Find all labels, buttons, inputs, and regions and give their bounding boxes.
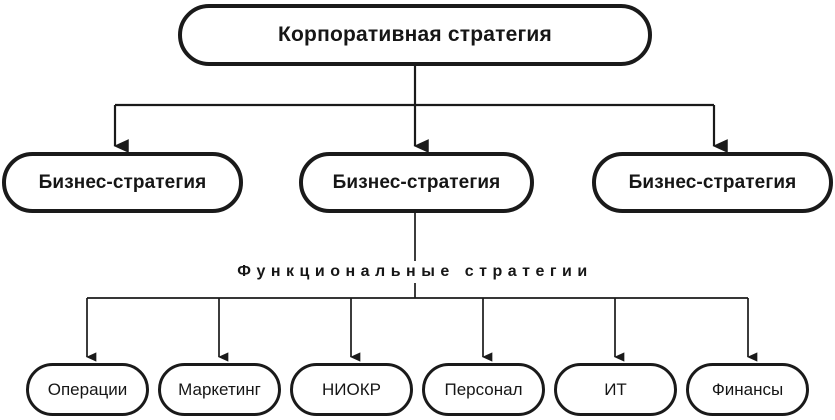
node-business-strategy-1-label: Бизнес-стратегия (38, 171, 207, 193)
node-business-strategy-2[interactable]: Бизнес-стратегия (299, 152, 534, 213)
node-functional-finance[interactable]: Финансы (686, 363, 809, 416)
node-functional-rnd[interactable]: НИОКР (290, 363, 413, 416)
connector-functional-drops (86, 298, 758, 362)
node-functional-marketing[interactable]: Маркетинг (158, 363, 281, 416)
node-business-strategy-2-label: Бизнес-стратегия (332, 171, 501, 193)
node-functional-it-label: ИТ (604, 379, 627, 399)
node-functional-marketing-label: Маркетинг (178, 379, 261, 399)
node-functional-operations-label: Операции (47, 379, 128, 399)
node-functional-operations[interactable]: Операции (26, 363, 149, 416)
functional-strategies-caption: Функциональные стратегии (195, 261, 635, 283)
node-business-strategy-3[interactable]: Бизнес-стратегия (592, 152, 833, 213)
node-corporate-strategy[interactable]: Корпоративная стратегия (178, 4, 652, 66)
node-functional-it[interactable]: ИТ (554, 363, 677, 416)
functional-strategies-caption-label: Функциональные стратегии (237, 263, 593, 280)
node-corporate-strategy-label: Корпоративная стратегия (278, 22, 552, 46)
connector-business-drops (113, 105, 728, 153)
node-functional-personnel-label: Персонал (444, 379, 523, 399)
node-business-strategy-3-label: Бизнес-стратегия (628, 171, 797, 193)
node-functional-rnd-label: НИОКР (322, 379, 381, 399)
node-functional-personnel[interactable]: Персонал (422, 363, 545, 416)
node-business-strategy-1[interactable]: Бизнес-стратегия (2, 152, 243, 213)
node-functional-finance-label: Финансы (711, 379, 784, 399)
